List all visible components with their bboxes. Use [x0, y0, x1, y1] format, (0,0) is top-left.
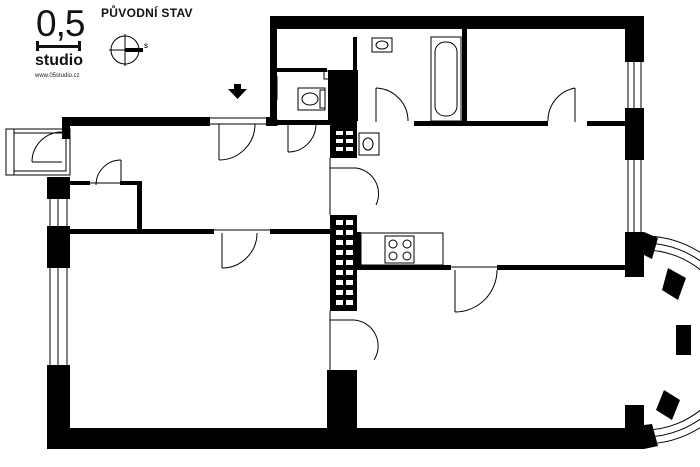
interior-walls	[62, 29, 625, 311]
bay-window	[643, 232, 700, 449]
shaft-detail	[323, 70, 333, 80]
toilet-icon	[297, 87, 326, 111]
stove-icon	[360, 232, 444, 266]
hall-basin-icon	[358, 132, 380, 156]
washbasin-icon	[371, 37, 393, 53]
logo-word: studio	[35, 52, 83, 69]
arrow-down-icon	[228, 84, 247, 99]
logo-number: 0,5	[36, 3, 85, 44]
outer-walls	[47, 16, 644, 449]
windows	[49, 62, 642, 365]
chimney-flues	[336, 131, 353, 305]
doors	[90, 76, 576, 370]
compass-icon	[109, 34, 143, 66]
balcony	[5, 128, 71, 176]
logo-url: www.05studio.cz	[35, 73, 80, 79]
bathtub-icon	[430, 36, 462, 122]
compass-letter: S	[144, 44, 149, 50]
plan-title: PŮVODNÍ STAV	[101, 6, 193, 20]
logo-scale-tick-right	[78, 41, 81, 51]
logo-scale-bar	[36, 45, 81, 48]
logo-scale-tick-left	[36, 41, 39, 51]
